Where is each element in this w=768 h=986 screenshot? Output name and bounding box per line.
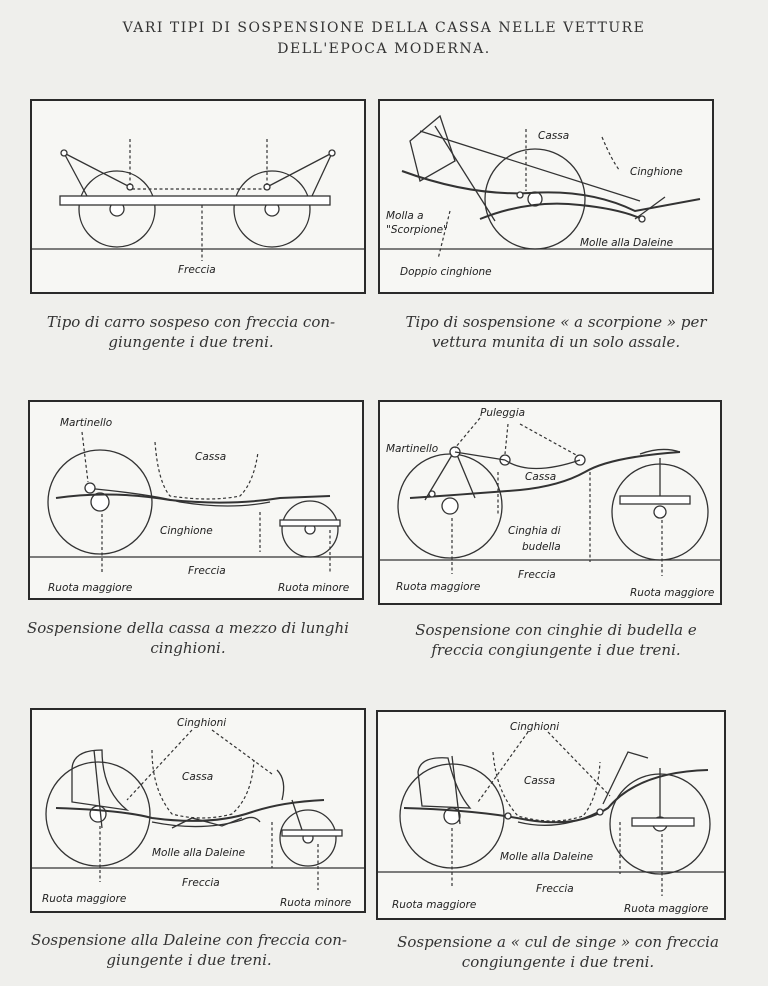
label-freccia: Freccia	[536, 883, 574, 895]
caption-line: Tipo di sospensione « a scorpione » per	[405, 313, 707, 331]
caption-figure-1: Tipo di carro sospeso con freccia con- g…	[18, 312, 364, 352]
label-doppio-cinghione: Doppio cinghione	[400, 266, 492, 278]
figure-2-drawing: Cassa Cinghione Molla a "Scorpione" Moll…	[380, 114, 712, 278]
label-cassa: Cassa	[524, 775, 555, 787]
label-ruota-maggiore: Ruota maggiore	[42, 893, 126, 905]
label-freccia: Freccia	[178, 264, 216, 276]
figure-3-drawing: Martinello Cassa Cinghione Freccia Ruota…	[30, 417, 362, 594]
label-freccia: Freccia	[518, 569, 556, 581]
label-martinello: Martinello	[60, 417, 112, 429]
label-cassa: Cassa	[525, 471, 556, 483]
label-budella: budella	[522, 541, 561, 553]
label-ruota-maggiore-left: Ruota maggiore	[392, 899, 476, 911]
label-martinello: Martinello	[386, 443, 438, 455]
figure-carro-sospeso: Freccia	[30, 99, 366, 294]
label-ruota-maggiore: Ruota maggiore	[48, 582, 132, 594]
caption-line: freccia congiungente i due treni.	[431, 641, 681, 659]
caption-line: Sospensione della cassa a mezzo di lungh…	[27, 619, 349, 637]
label-cassa: Cassa	[195, 451, 226, 463]
label-freccia: Freccia	[182, 877, 220, 889]
page-title: VARI TIPI DI SOSPENSIONE DELLA CASSA NEL…	[0, 18, 768, 60]
caption-line: vettura munita di un solo assale.	[431, 333, 681, 351]
label-cinghioni: Cinghioni	[510, 721, 559, 733]
label-cinghioni: Cinghioni	[177, 717, 226, 729]
caption-figure-2: Tipo di sospensione « a scorpione » per …	[376, 312, 736, 352]
caption-line: cinghioni.	[150, 639, 226, 657]
label-cassa: Cassa	[182, 771, 213, 783]
figure-cinghie-budella: Puleggia Martinello Cassa Cinghia di bud…	[378, 400, 722, 605]
label-cassa: Cassa	[538, 130, 569, 142]
figure-lunghi-cinghioni: Martinello Cassa Cinghione Freccia Ruota…	[28, 400, 364, 600]
caption-line: Tipo di carro sospeso con freccia con-	[46, 313, 336, 331]
caption-line: giungente i due treni.	[108, 333, 274, 351]
figure-alla-daleine: Cinghioni Cassa Molle alla Daleine Frecc…	[30, 708, 366, 913]
label-cinghia-di: Cinghia di	[508, 525, 561, 537]
label-puleggia: Puleggia	[480, 407, 525, 419]
label-ruota-maggiore-right: Ruota maggiore	[624, 903, 708, 915]
caption-line: Sospensione a « cul de singe » con frecc…	[397, 933, 719, 951]
figure-1-drawing: Freccia	[32, 139, 364, 276]
label-molla-a: Molla a	[386, 210, 424, 222]
label-molle-daleine: Molle alla Daleine	[152, 847, 245, 859]
figure-scorpione: Cassa Cinghione Molla a "Scorpione" Moll…	[378, 99, 714, 294]
caption-figure-3: Sospensione della cassa a mezzo di lungh…	[12, 618, 364, 658]
caption-figure-5: Sospensione alla Daleine con freccia con…	[12, 930, 366, 970]
label-scorpione: "Scorpione"	[386, 224, 448, 236]
label-ruota-minore: Ruota minore	[280, 897, 351, 909]
caption-figure-4: Sospensione con cinghie di budella e fre…	[380, 620, 732, 660]
label-cinghione: Cinghione	[160, 525, 213, 537]
figure-cul-de-singe: Cinghioni Cassa Molle alla Daleine Frecc…	[376, 710, 726, 920]
figure-4-drawing: Puleggia Martinello Cassa Cinghia di bud…	[380, 407, 720, 599]
label-molle-daleine: Molle alla Daleine	[580, 237, 673, 249]
caption-line: congiungente i due treni.	[461, 953, 655, 971]
title-line-1: VARI TIPI DI SOSPENSIONE DELLA CASSA NEL…	[122, 20, 646, 36]
title-line-2: DELL'EPOCA MODERNA.	[277, 41, 491, 57]
label-cinghione: Cinghione	[630, 166, 683, 178]
figure-5-drawing: Cinghioni Cassa Molle alla Daleine Frecc…	[32, 717, 364, 909]
caption-figure-6: Sospensione a « cul de singe » con frecc…	[382, 932, 734, 972]
label-molle-daleine: Molle alla Daleine	[500, 851, 593, 863]
caption-line: Sospensione alla Daleine con freccia con…	[31, 931, 347, 949]
figure-6-drawing: Cinghioni Cassa Molle alla Daleine Frecc…	[378, 721, 724, 915]
label-ruota-maggiore-right: Ruota maggiore	[630, 587, 714, 599]
caption-line: Sospensione con cinghie di budella e	[415, 621, 697, 639]
label-freccia: Freccia	[188, 565, 226, 577]
caption-line: giungente i due treni.	[106, 951, 272, 969]
label-ruota-maggiore-left: Ruota maggiore	[396, 581, 480, 593]
label-ruota-minore: Ruota minore	[278, 582, 349, 594]
